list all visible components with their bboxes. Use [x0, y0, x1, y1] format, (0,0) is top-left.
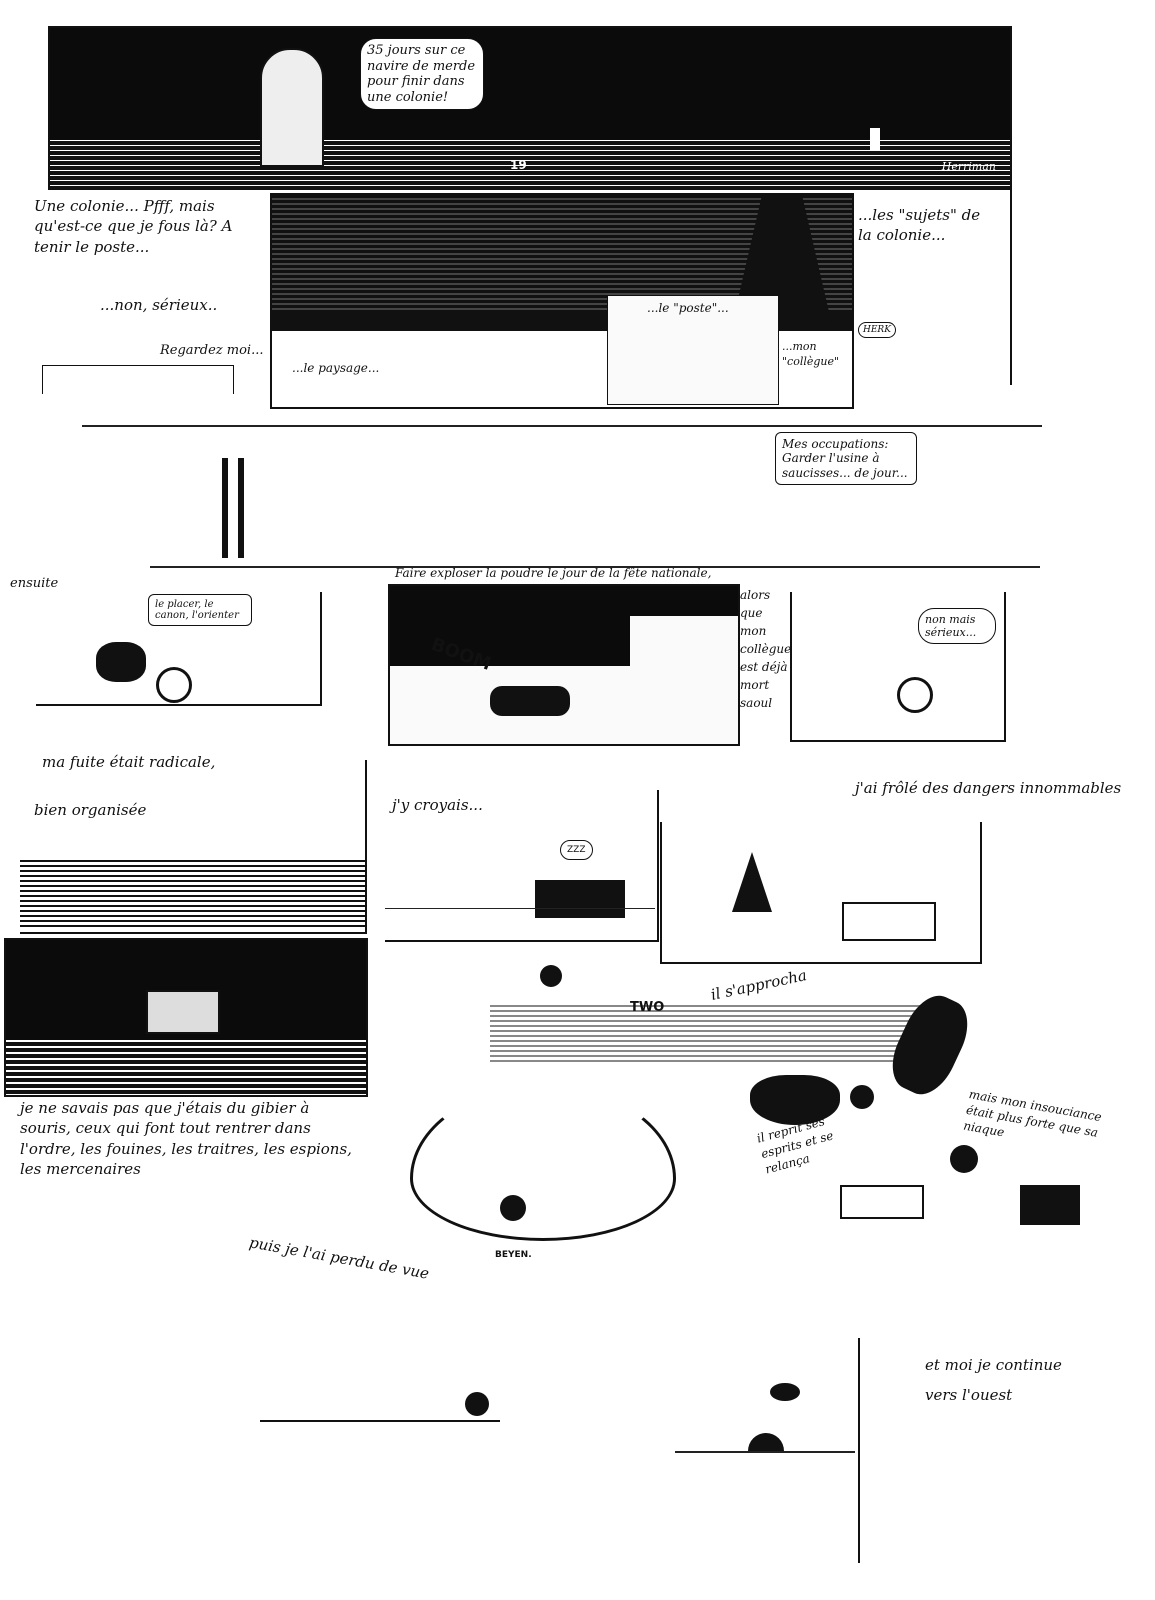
- caption-exploser: Faire exploser la poudre le jour de la f…: [395, 566, 712, 580]
- beyen-signature: BEYEN.: [495, 1250, 532, 1260]
- panel-cannon-1: [36, 592, 322, 706]
- two-text: TWO: [630, 1000, 665, 1015]
- label-collegue: ...mon "collègue": [782, 340, 840, 368]
- divider-line: [82, 425, 1042, 427]
- caption-ensuite: ensuite: [10, 576, 59, 591]
- panel-top-strip: 35 jours sur ce navire de merde pour fin…: [48, 26, 1012, 190]
- lighthouse-drawing: [260, 48, 324, 167]
- caption-serieux: ...non, sérieux..: [100, 296, 218, 314]
- caption-organisee: bien organisée: [34, 801, 147, 819]
- chase-collage: TWO BEYEN.: [380, 955, 1120, 1265]
- panel-distant-boats: [260, 1360, 500, 1422]
- panel-monster: [660, 822, 982, 964]
- panel-landscape: ...le "poste"... ...le paysage... ...mon…: [270, 193, 854, 409]
- caption-gibier: je ne savais pas que j'étais du gibier à…: [20, 1099, 352, 1178]
- flag-pole: [238, 458, 244, 558]
- caption-alors: alors que mon collègue est déjà mort sao…: [740, 588, 792, 710]
- herriman-signature: Herriman: [941, 160, 996, 173]
- caption-regardez: Regardez moi...: [160, 343, 264, 358]
- panel-waves: [20, 760, 367, 934]
- non-mais-bubble: non mais sérieux...: [918, 608, 996, 645]
- caption-intro: Une colonie... Pfff, mais qu'est-ce que …: [34, 197, 233, 256]
- ground-line: [150, 566, 1040, 568]
- caption-dangers: j'ai frôlé des dangers innommables: [855, 779, 1122, 797]
- caption-fuite: ma fuite était radicale,: [42, 753, 216, 771]
- panel-sunset: [670, 1338, 860, 1563]
- flag-pole: [222, 458, 228, 558]
- label-poste: ...le "poste"...: [647, 301, 729, 315]
- tall-creature-drawing: [1010, 190, 1072, 385]
- character-drawing: [42, 365, 234, 394]
- panel-boom: BOOM: [388, 584, 740, 746]
- caption-croyais: j'y croyais...: [392, 796, 483, 814]
- caption-ouest: et moi je continue vers l'ouest: [925, 1356, 1062, 1404]
- figure-silhouette: [870, 128, 880, 150]
- zzz-bubble: ZZZ: [560, 840, 593, 860]
- herk-bubble: HERK: [858, 322, 896, 339]
- label-paysage: ...le paysage...: [292, 361, 380, 375]
- placer-bubble: le placer, le canon, l'orienter: [148, 594, 252, 626]
- panel-night-boat: [4, 938, 368, 1097]
- caption-sujets: ...les "sujets" de la colonie...: [858, 206, 981, 245]
- speech-bubble: 35 jours sur ce navire de merde pour fin…: [360, 38, 484, 111]
- occupations-bubble: Mes occupations: Garder l'usine à saucis…: [775, 432, 917, 486]
- panel-sleeping: ZZZ: [385, 790, 659, 942]
- strip-number: 19: [510, 158, 527, 172]
